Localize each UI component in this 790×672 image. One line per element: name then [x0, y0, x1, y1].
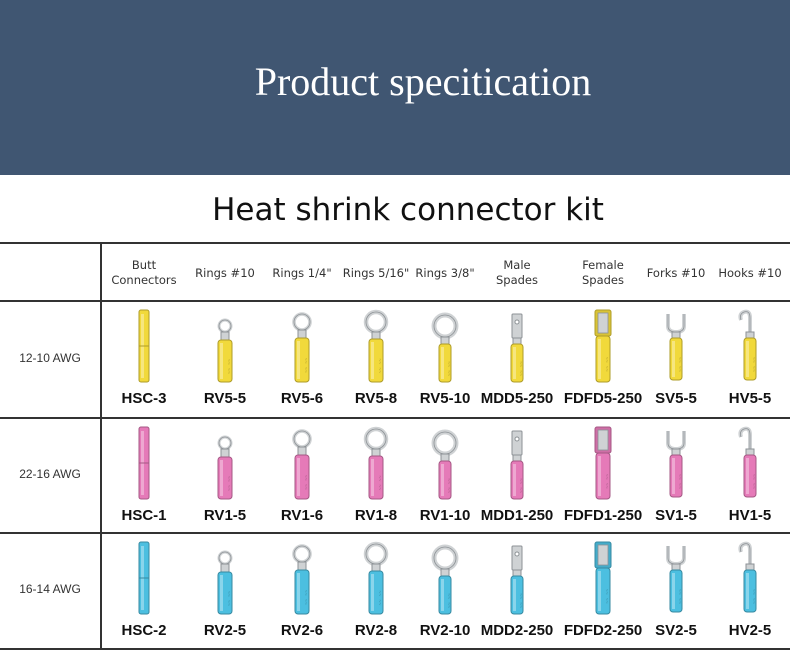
- svg-text:~~ ~~: ~~ ~~: [376, 475, 382, 490]
- part-code: RV1-8: [354, 507, 398, 524]
- part-code: RV2-10: [419, 622, 471, 639]
- svg-text:~~ ~~: ~~ ~~: [376, 358, 382, 373]
- terminal-cell: ~~ ~~: [406, 536, 484, 652]
- row-divider: [0, 417, 790, 419]
- row-label-awg: 16-14 AWG: [19, 582, 81, 596]
- svg-text:~~ ~~: ~~ ~~: [302, 590, 308, 605]
- column-header: Rings #10: [195, 265, 255, 280]
- terminal-cell: ~~ ~~: [406, 304, 484, 420]
- column-header: Female Spades: [581, 258, 624, 287]
- row-label-awg: 12-10 AWG: [19, 350, 81, 365]
- part-code: FDFD1-250: [563, 507, 643, 524]
- terminal-cell: ~~ ~~: [186, 536, 264, 652]
- part-code: RV5-8: [354, 390, 398, 407]
- terminal-cell: ~~ ~~: [263, 304, 341, 420]
- terminal-cell: ~~ ~~: [711, 304, 789, 420]
- svg-text:~~ ~~: ~~ ~~: [302, 358, 308, 373]
- svg-text:~~ ~~: ~~ ~~: [517, 478, 523, 493]
- svg-text:~~ ~~: ~~ ~~: [445, 361, 451, 376]
- part-code: RV2-5: [203, 622, 247, 639]
- part-code: HSC-1: [121, 507, 167, 524]
- svg-text:~~ ~~: ~~ ~~: [225, 476, 231, 491]
- terminal-cell: ~~ ~~: [478, 304, 556, 420]
- svg-text:~~ ~~: ~~ ~~: [750, 357, 756, 372]
- terminal-cell: ~~ ~~: [186, 304, 264, 420]
- part-code: MDD5-250: [480, 390, 554, 407]
- kit-title: Heat shrink connector kit: [212, 192, 604, 228]
- terminal-cell: [105, 536, 183, 652]
- part-code: RV2-8: [354, 622, 398, 639]
- svg-text:~~ ~~: ~~ ~~: [445, 593, 451, 608]
- column-header: Rings 5/16": [342, 265, 410, 280]
- svg-text:~~ ~~: ~~ ~~: [676, 357, 682, 372]
- svg-text:~~ ~~: ~~ ~~: [517, 593, 523, 608]
- part-code: SV1-5: [655, 507, 697, 524]
- svg-text:~~ ~~: ~~ ~~: [302, 475, 308, 490]
- terminal-cell: ~~ ~~: [564, 304, 642, 420]
- terminal-cell: ~~ ~~: [186, 421, 264, 537]
- row-divider: [0, 532, 790, 534]
- part-code: RV1-6: [280, 507, 324, 524]
- terminal-cell: ~~ ~~: [263, 536, 341, 652]
- terminal-cell: ~~ ~~: [711, 421, 789, 537]
- terminal-cell: ~~ ~~: [478, 536, 556, 652]
- terminal-cell: [105, 304, 183, 420]
- svg-text:~~ ~~: ~~ ~~: [676, 474, 682, 489]
- svg-text:~~ ~~: ~~ ~~: [376, 590, 382, 605]
- part-code: HV2-5: [728, 622, 772, 639]
- svg-text:~~ ~~: ~~ ~~: [517, 361, 523, 376]
- terminal-cell: ~~ ~~: [478, 421, 556, 537]
- part-code: RV1-10: [419, 507, 471, 524]
- column-divider: [100, 242, 102, 648]
- svg-text:~~ ~~: ~~ ~~: [750, 589, 756, 604]
- svg-text:~~ ~~: ~~ ~~: [225, 359, 231, 374]
- column-header: Hooks #10: [718, 265, 782, 280]
- part-code: HSC-2: [121, 622, 167, 639]
- header-banner: Product specitication: [0, 0, 790, 175]
- svg-text:~~ ~~: ~~ ~~: [603, 357, 609, 372]
- banner-title: Product specitication: [254, 59, 592, 104]
- terminal-cell: ~~ ~~: [337, 304, 415, 420]
- svg-text:~~ ~~: ~~ ~~: [676, 589, 682, 604]
- terminal-cell: ~~ ~~: [406, 421, 484, 537]
- part-code: HSC-3: [121, 390, 167, 407]
- part-code: RV2-6: [280, 622, 324, 639]
- part-code: MDD2-250: [480, 622, 554, 639]
- part-code: SV2-5: [655, 622, 697, 639]
- part-code: RV1-5: [203, 507, 247, 524]
- terminal-cell: ~~ ~~: [637, 304, 715, 420]
- part-code: FDFD5-250: [563, 390, 643, 407]
- terminal-cell: ~~ ~~: [637, 536, 715, 652]
- part-code: RV5-10: [419, 390, 471, 407]
- terminal-cell: ~~ ~~: [337, 536, 415, 652]
- terminal-cell: ~~ ~~: [564, 536, 642, 652]
- row-divider: [0, 242, 790, 244]
- part-code: MDD1-250: [480, 507, 554, 524]
- part-code: HV5-5: [728, 390, 772, 407]
- column-header: Rings 1/4": [272, 265, 332, 280]
- part-code: RV5-6: [280, 390, 324, 407]
- part-code: HV1-5: [728, 507, 772, 524]
- svg-text:~~ ~~: ~~ ~~: [603, 474, 609, 489]
- column-header: Butt Connectors: [111, 258, 177, 287]
- terminal-cell: ~~ ~~: [637, 421, 715, 537]
- svg-text:~~ ~~: ~~ ~~: [603, 589, 609, 604]
- row-label-awg: 22-16 AWG: [19, 466, 81, 481]
- row-divider: [0, 648, 790, 650]
- row-divider: [0, 300, 790, 302]
- svg-text:~~ ~~: ~~ ~~: [445, 478, 451, 493]
- column-header: Forks #10: [646, 265, 706, 280]
- part-code: FDFD2-250: [563, 622, 643, 639]
- terminal-cell: ~~ ~~: [263, 421, 341, 537]
- part-code: SV5-5: [655, 390, 697, 407]
- part-code: RV5-5: [203, 390, 247, 407]
- terminal-cell: ~~ ~~: [564, 421, 642, 537]
- svg-text:~~ ~~: ~~ ~~: [750, 474, 756, 489]
- column-header: Rings 3/8": [415, 265, 475, 280]
- terminal-cell: ~~ ~~: [337, 421, 415, 537]
- terminal-cell: [105, 421, 183, 537]
- svg-text:~~ ~~: ~~ ~~: [225, 591, 231, 606]
- terminal-cell: ~~ ~~: [711, 536, 789, 652]
- column-header: Male Spades: [495, 258, 538, 287]
